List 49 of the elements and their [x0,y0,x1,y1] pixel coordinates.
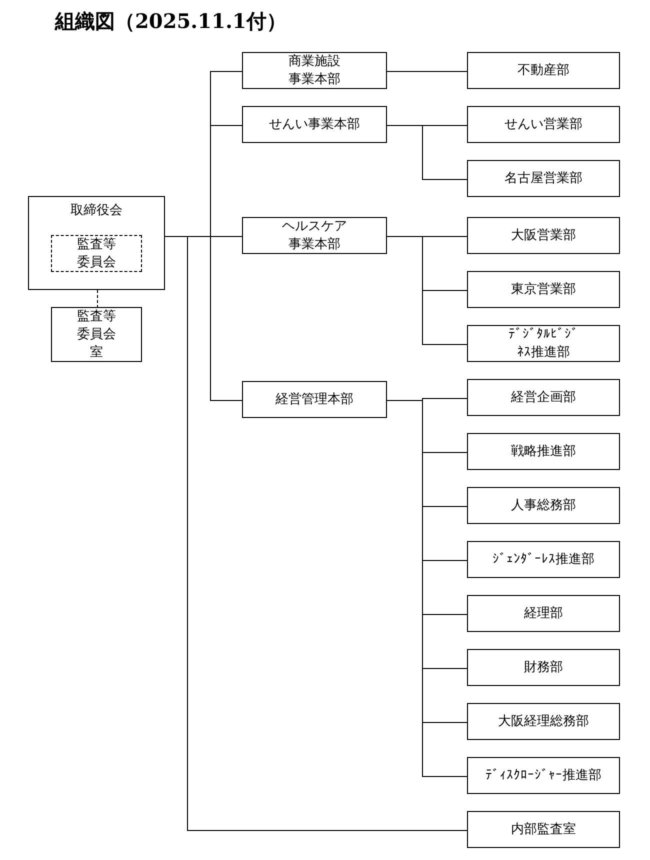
department-box [242,217,387,254]
box-label: 財務部 [524,658,563,676]
department-box [467,541,620,578]
department-box [467,271,620,308]
chart-title: 組織図（2025.11.1付） [55,8,286,35]
box-label: 商業施設事業本部 [288,52,342,88]
department-box [467,52,620,89]
committee-box [51,235,142,272]
board-box [28,196,165,290]
box-label: せんい営業部 [504,116,582,134]
box-label: 経営企画部 [511,388,576,406]
box-label: 大阪営業部 [511,226,576,244]
box-label: せんい事業本部 [269,116,360,134]
connector-line [386,236,468,345]
department-box [467,595,620,632]
department-box [467,703,620,740]
box-label: 不動産部 [518,62,570,80]
box-label: 東京営業部 [511,280,576,298]
box-label: 経理部 [524,604,563,622]
department-box [467,160,620,197]
department-box [242,106,387,143]
department-box [467,811,620,848]
connector-line [386,71,468,72]
box-label: 監査等委員会室 [77,308,116,362]
box-label: 監査等委員会 [77,236,116,272]
box-label: 大阪経理総務部 [498,712,589,730]
department-box [242,381,387,418]
box-label: 戦略推進部 [511,442,576,460]
department-box [242,52,387,89]
department-box [467,217,620,254]
department-box [467,649,620,686]
connector-line [97,290,98,308]
box-label: 経営管理本部 [276,390,354,408]
department-box [467,433,620,470]
box-label: ヘルスケア事業本部 [281,218,348,254]
box-label: 名古屋営業部 [504,170,582,188]
department-box [467,379,620,416]
department-box [467,106,620,143]
department-box [51,307,142,362]
box-label: ﾃﾞｨｽｸﾛｰｼﾞｬｰ推進部 [486,766,602,784]
box-label: ﾃﾞｼﾞﾀﾙﾋﾞｼﾞﾈｽ推進部 [508,326,580,362]
department-box [467,325,620,362]
department-box [467,757,620,794]
box-label: ｼﾞｪﾝﾀﾞｰﾚｽ推進部 [492,550,594,568]
box-label: 内部監査室 [511,820,576,838]
connector-line [386,125,468,180]
box-label: 取締役会 [70,202,124,220]
department-box [467,487,620,524]
box-label: 人事総務部 [511,496,576,514]
